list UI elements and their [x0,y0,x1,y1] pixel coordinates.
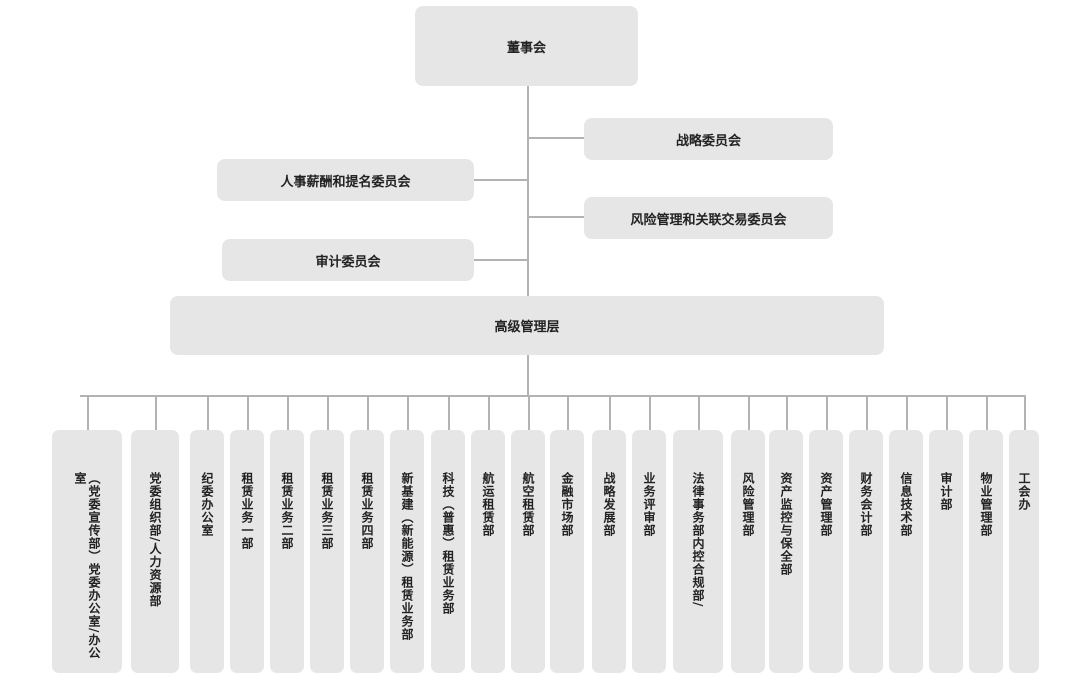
risk-committee-box: 风险管理和关联交易委员会 [584,197,833,239]
department-label: 租赁业务二部 [280,472,294,550]
department-box: 财务会计部 [849,430,883,673]
department-box: 战略发展部 [592,430,626,673]
department-label: 审计部 [939,472,953,511]
department-label: 风险管理部 [741,472,755,537]
department-box: 资产监控与保全部 [769,430,803,673]
department-drop-line [407,395,409,431]
department-drop-line [786,395,788,431]
department-drop-line [87,395,89,431]
department-box: 信息技术部 [889,430,923,673]
department-drop-line [866,395,868,431]
strategy-committee-label: 战略委员会 [675,133,741,149]
department-drop-line [826,395,828,431]
department-box: 租赁业务二部 [270,430,304,673]
department-label: 法律事务部内控合规部/ [691,472,705,608]
department-drop-line [528,395,530,431]
department-drop-line [986,395,988,431]
department-box: 工会办 [1009,430,1039,673]
strategy-committee-box: 战略委员会 [584,118,833,160]
department-label: 战略发展部 [602,472,616,537]
department-label: 科技（普惠）租赁业务部 [441,472,455,615]
department-box: （党委宣传部）党委办公室/办公室 [52,430,122,673]
department-box: 新基建（新能源）租赁业务部 [390,430,424,673]
senior-management-box: 高级管理层 [170,296,884,355]
department-label: 纪委办公室 [200,472,214,537]
strategy-connector [528,137,585,139]
department-label: 租赁业务三部 [320,472,334,550]
department-box: 金融市场部 [550,430,584,673]
department-box: 租赁业务一部 [230,430,264,673]
department-drop-line [207,395,209,431]
department-box: 审计部 [929,430,963,673]
department-label: 物业管理部 [979,472,993,537]
board-box: 董事会 [415,6,638,86]
nomination-connector [473,179,529,181]
department-label: 租赁业务四部 [360,472,374,550]
department-bus-line [80,395,1025,397]
department-box: 党委组织部/人力资源部 [131,430,179,673]
department-box: 租赁业务三部 [310,430,344,673]
department-label: 新基建（新能源）租赁业务部 [400,472,414,641]
risk-connector [528,216,585,218]
department-box: 航运租赁部 [471,430,505,673]
department-drop-line [155,395,157,431]
department-label: 业务评审部 [642,472,656,537]
department-box: 风险管理部 [731,430,765,673]
department-label: 金融市场部 [560,472,574,537]
department-box: 纪委办公室 [190,430,224,673]
department-drop-line [748,395,750,431]
department-drop-line [367,395,369,431]
risk-committee-label: 风险管理和关联交易委员会 [630,212,787,228]
department-box: 物业管理部 [969,430,1003,673]
department-drop-line [698,395,700,431]
senior-management-label: 高级管理层 [494,320,560,335]
board-trunk-line [527,85,529,297]
board-label: 董事会 [506,40,546,56]
nomination-committee-label: 人事薪酬和提名委员会 [280,174,411,190]
department-drop-line [1024,395,1026,431]
department-box: 业务评审部 [632,430,666,673]
department-label: 航空租赁部 [521,472,535,537]
department-drop-line [287,395,289,431]
department-drop-line [327,395,329,431]
audit-committee-box: 审计委员会 [222,239,474,281]
department-drop-line [649,395,651,431]
department-drop-line [567,395,569,431]
department-label: 航运租赁部 [481,472,495,537]
audit-committee-label: 审计委员会 [315,254,381,270]
department-label: 资产管理部 [819,472,833,537]
nomination-committee-box: 人事薪酬和提名委员会 [217,159,474,201]
department-box: 科技（普惠）租赁业务部 [431,430,465,673]
department-box: 资产管理部 [809,430,843,673]
department-drop-line [448,395,450,431]
department-drop-line [609,395,611,431]
department-label: 财务会计部 [859,472,873,537]
department-box: 航空租赁部 [511,430,545,673]
department-label: 租赁业务一部 [240,472,254,550]
department-box: 法律事务部内控合规部/ [673,430,723,673]
department-label: 信息技术部 [899,472,913,537]
department-box: 租赁业务四部 [350,430,384,673]
department-drop-line [488,395,490,431]
department-label: 工会办 [1017,472,1031,511]
department-drop-line [946,395,948,431]
department-label: 资产监控与保全部 [779,472,793,576]
management-trunk-line [527,354,529,396]
department-label: （党委宣传部）党委办公室/办公室 [73,472,101,660]
department-drop-line [247,395,249,431]
department-drop-line [906,395,908,431]
audit-connector [473,259,529,261]
department-label: 党委组织部/人力资源部 [148,472,162,608]
